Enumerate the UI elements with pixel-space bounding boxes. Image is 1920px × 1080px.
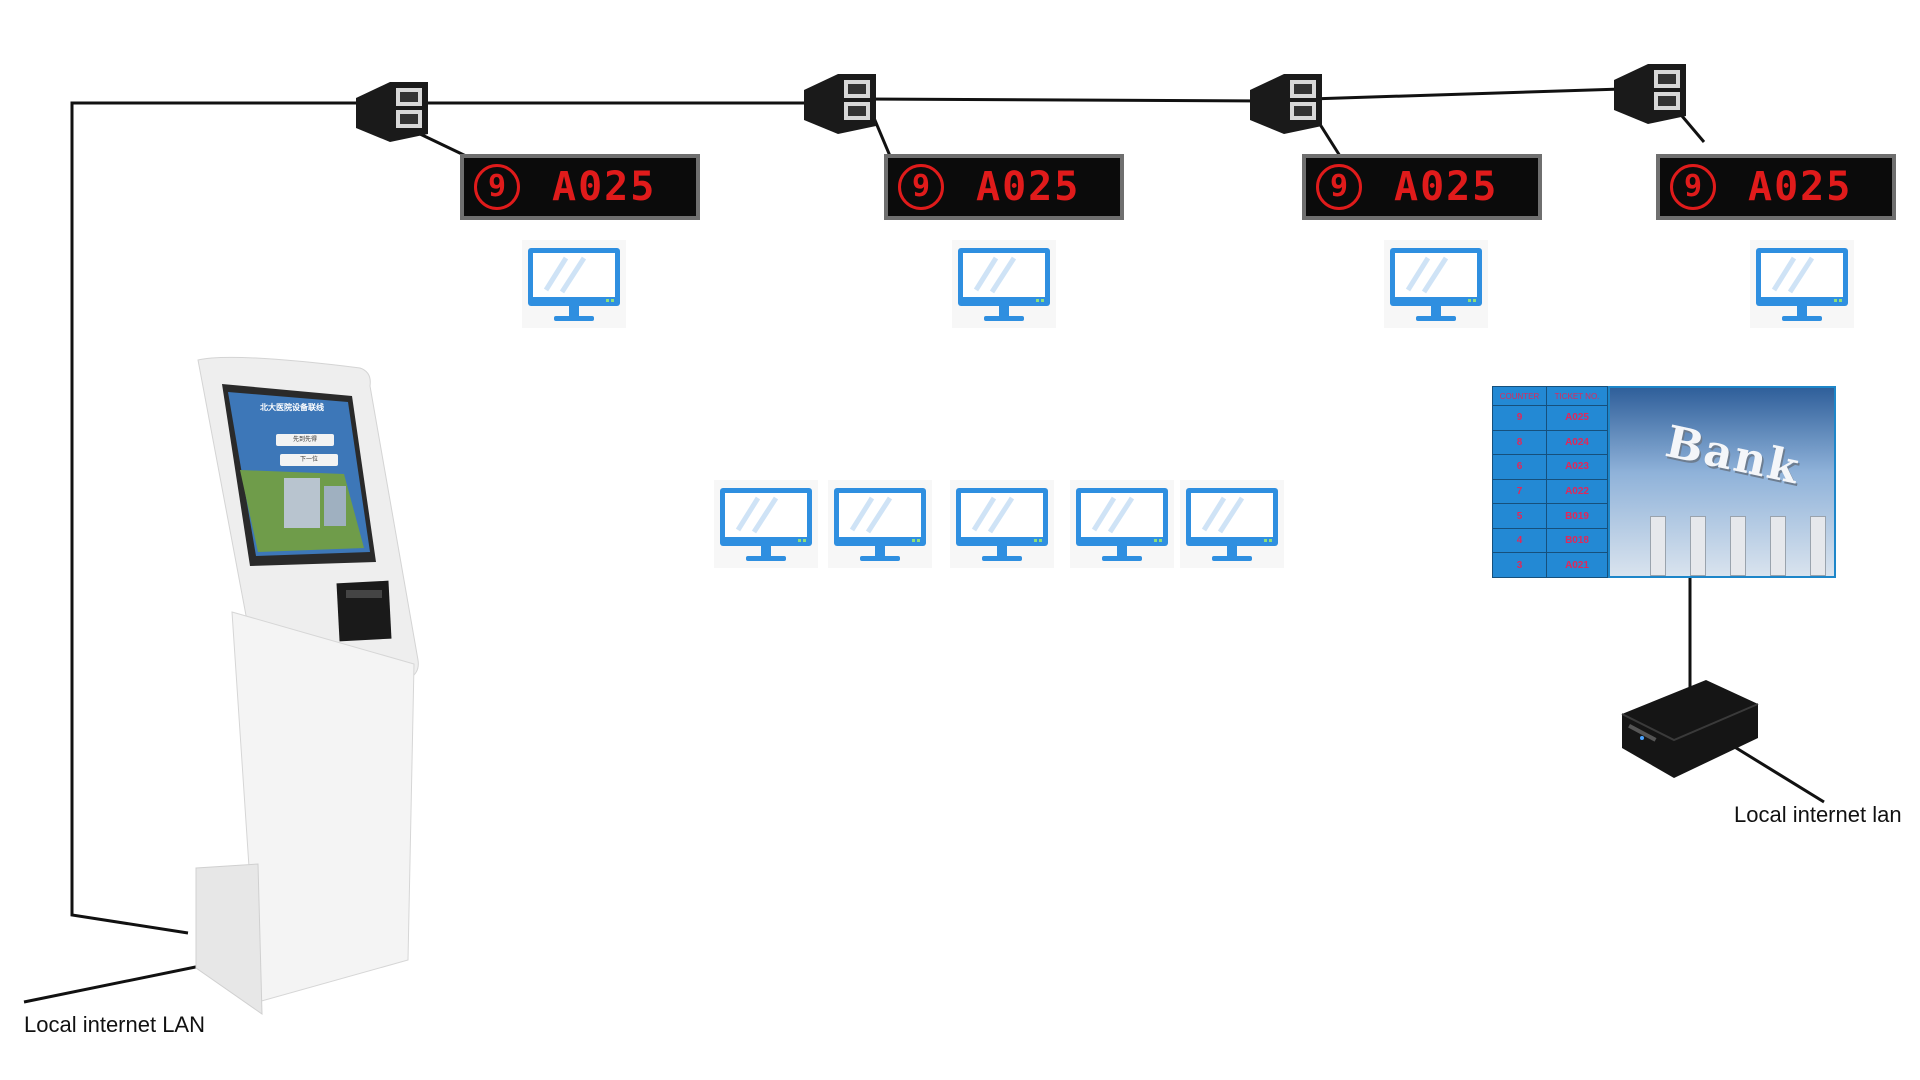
ticket-number: A025 <box>552 164 657 210</box>
rj45-splitter-3 <box>1250 74 1322 134</box>
player-lan-cable <box>1719 736 1825 804</box>
led-caller-4: 9 A025 <box>1656 154 1896 220</box>
counter-cell: 8 <box>1491 429 1548 456</box>
counter-number: 9 <box>474 164 520 210</box>
counter-cell: 6 <box>1491 454 1548 480</box>
lan-cable-segment-2 <box>859 97 1269 103</box>
drop-cable-1 <box>419 132 467 158</box>
ticket-cell: A022 <box>1546 478 1608 505</box>
ticket-cell: A023 <box>1546 454 1608 480</box>
bank-column <box>1650 516 1666 576</box>
led-caller-1: 9 A025 <box>460 154 700 220</box>
ticket-cell: B018 <box>1546 527 1608 554</box>
ticket-number: A025 <box>1394 164 1499 210</box>
rj45-splitter-4 <box>1614 64 1686 124</box>
kiosk-screen-title: 北大医院设备联线 <box>260 403 324 412</box>
bank-column <box>1770 516 1786 576</box>
kiosk-button-1[interactable]: 先到先得 <box>276 434 334 446</box>
ticket-column-header: TICKET NO. <box>1546 386 1608 406</box>
counter-number: 9 <box>898 164 944 210</box>
counter-number: 9 <box>1670 164 1716 210</box>
counter-number: 9 <box>1316 164 1362 210</box>
rj45-splitter-2 <box>804 74 876 134</box>
computer-monitor-icon <box>522 240 626 328</box>
bank-column <box>1690 516 1706 576</box>
bank-building-image: Bank <box>1608 386 1836 578</box>
computer-monitor-icon <box>1070 480 1174 568</box>
table-header-row: COUNTER TICKET NO. <box>1491 386 1608 406</box>
counter-column-header: COUNTER <box>1491 386 1548 406</box>
kiosk-lan-cable <box>23 960 221 1004</box>
player-lan-label: Local internet lan <box>1734 802 1902 827</box>
counter-cell: 3 <box>1491 552 1548 578</box>
bank-column <box>1810 516 1826 576</box>
led-caller-2: 9 A025 <box>884 154 1124 220</box>
lan-cable-main <box>70 101 820 935</box>
media-player-box <box>1621 680 1759 778</box>
ticket-kiosk <box>195 356 419 1015</box>
computer-monitor-icon <box>952 240 1056 328</box>
ticket-number: A025 <box>1748 164 1853 210</box>
bank-sign-text: Bank <box>1661 416 1806 495</box>
lan-cable-segment-3 <box>1309 87 1623 101</box>
counter-cell: 9 <box>1491 405 1548 431</box>
led-caller-3: 9 A025 <box>1302 154 1542 220</box>
computer-monitor-icon <box>1180 480 1284 568</box>
ticket-cell: B019 <box>1546 503 1608 529</box>
counter-cell: 7 <box>1491 478 1548 505</box>
counter-cell: 4 <box>1491 527 1548 554</box>
kiosk-lan-label: Local internet LAN <box>24 1012 205 1037</box>
kiosk-button-2[interactable]: 下一位 <box>280 454 338 466</box>
counter-cell: 5 <box>1491 503 1548 529</box>
computer-monitor-icon <box>1750 240 1854 328</box>
ticket-number: A025 <box>976 164 1081 210</box>
computer-monitor-icon <box>714 480 818 568</box>
computer-monitor-icon <box>950 480 1054 568</box>
computer-monitor-icon <box>828 480 932 568</box>
computer-monitor-icon <box>1384 240 1488 328</box>
drop-cable-4 <box>1680 115 1706 143</box>
drop-cable-2 <box>872 117 892 157</box>
ticket-cell: A025 <box>1546 405 1608 431</box>
ticket-cell: A024 <box>1546 429 1608 456</box>
ticket-cell: A021 <box>1546 552 1608 578</box>
bank-column <box>1730 516 1746 576</box>
rj45-splitter-1 <box>356 82 428 142</box>
